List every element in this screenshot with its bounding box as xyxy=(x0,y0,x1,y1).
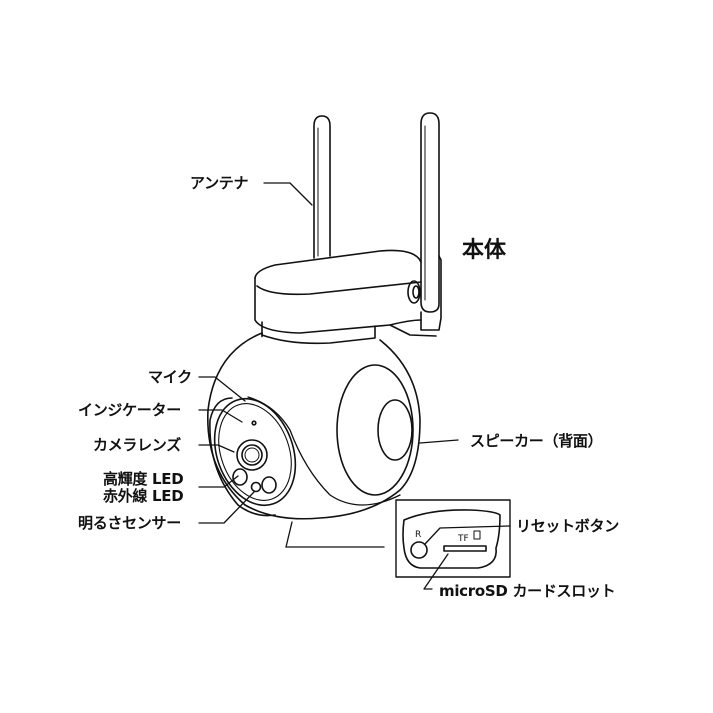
inset-tf-mark: TF xyxy=(458,534,469,544)
label-high-brightness-led: 高輝度 LED xyxy=(103,470,184,488)
inset-panel xyxy=(395,499,511,590)
antenna-left xyxy=(313,115,331,259)
label-microsd-slot: microSD カードスロット xyxy=(439,582,616,600)
label-infrared-led: 赤外線 LED xyxy=(103,487,184,505)
label-light-sensor: 明るさセンサー xyxy=(78,514,181,532)
mount-arm xyxy=(254,249,442,345)
label-camera-lens: カメラレンズ xyxy=(93,436,181,454)
main-body-title: 本体 xyxy=(462,238,507,263)
ball-housing xyxy=(207,332,421,520)
antenna-right xyxy=(420,112,440,313)
label-indicator: インジケーター xyxy=(78,401,181,419)
label-speaker: スピーカー（背面） xyxy=(470,432,603,450)
inset-reset-mark: R xyxy=(415,530,422,540)
label-mic: マイク xyxy=(148,368,192,386)
leader-lines xyxy=(198,182,459,548)
label-antenna: アンテナ xyxy=(190,174,249,192)
label-reset-button: リセットボタン xyxy=(516,517,619,535)
